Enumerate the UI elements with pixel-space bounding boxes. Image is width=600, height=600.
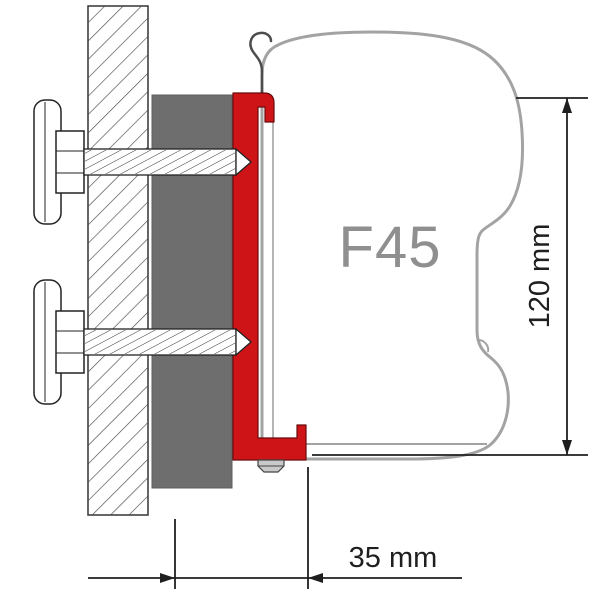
bolt-lower: [33, 279, 252, 405]
arrow-right-icon: [160, 573, 175, 583]
dim-label-horizontal: 35 mm: [349, 542, 438, 574]
product-label: F45: [339, 215, 442, 280]
hex-nut-icon: [55, 310, 85, 374]
wall-hatch-icon: [88, 6, 148, 515]
rod-tip-icon: [235, 327, 252, 357]
dimension-vertical: [312, 97, 588, 456]
arrow-up-icon: [562, 98, 572, 113]
threaded-rod-threads: [85, 150, 235, 174]
hex-nut-icon: [55, 130, 85, 194]
threaded-rod-threads: [85, 330, 235, 354]
bolt-upper: [33, 99, 252, 225]
rod-tip-icon: [235, 147, 252, 177]
arrow-down-icon: [562, 440, 572, 455]
adapter-bracket: [232, 92, 307, 473]
bracket-profile: [232, 92, 307, 461]
wall-section: [87, 5, 149, 516]
awning-case-outline: [260, 30, 525, 461]
awning-hook-icon: [249, 31, 273, 100]
arrow-left-icon: [308, 573, 323, 583]
case-side-catch-detail: [477, 338, 490, 353]
dim-label-vertical: 120 mm: [524, 224, 556, 329]
dimension-horizontal: [88, 467, 462, 589]
